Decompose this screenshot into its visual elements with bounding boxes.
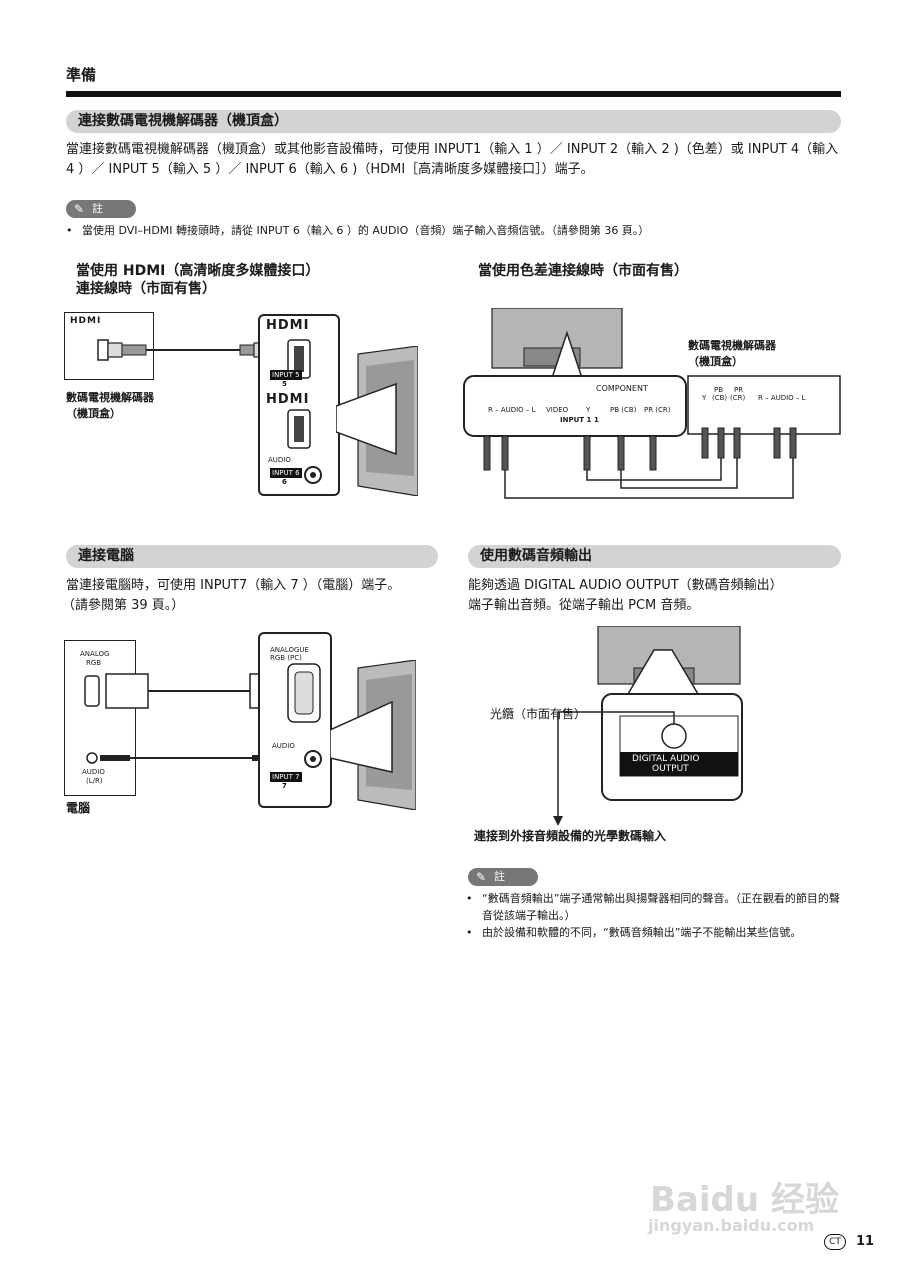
stb-pb-label: PB: [714, 386, 724, 394]
digital-audio-body-2: 端子輸出音頻。從端子輸出 PCM 音頻。: [468, 598, 700, 613]
note-chip-stb: ✎ 註: [66, 200, 136, 218]
audio-label-hdmi: AUDIO: [268, 456, 291, 464]
input6-number: 6: [282, 478, 287, 486]
watermark-url: jingyan.baidu.com: [648, 1216, 815, 1235]
digital-audio-note-item: 由於設備和軟體的不同，“數碼音頻輸出”端子不能輸出某些信號。: [464, 924, 844, 941]
tv-hdmi-logo-1: HDMI: [266, 318, 310, 333]
pc-device-box: [64, 640, 136, 796]
tv-back-illustration: [330, 660, 416, 810]
component-device-label-2: （機頂盒）: [688, 355, 743, 368]
stb-note-item: 當使用 DVI–HDMI 轉接頭時，請從 INPUT 6（輸入 6 ）的 AUD…: [64, 222, 854, 239]
analog-rgb-label-2: RGB: [86, 659, 102, 667]
stb-body-text: 當連接數碼電視機解碼器（機頂盒）或其他影音設備時，可使用 INPUT1（輸入 1…: [66, 142, 839, 177]
stb-pr-label: PR: [734, 386, 744, 394]
input7-number: 7: [282, 782, 287, 790]
component-device-label-1: 數碼電視機解碼器: [688, 339, 776, 352]
hdmi-cable: [97, 339, 269, 361]
component-diagram: [463, 308, 841, 499]
analog-rgb-label-1: ANALOG: [80, 650, 110, 658]
tv-back-illustration: [336, 346, 418, 496]
jack-label-pb: PB (CB): [610, 406, 637, 414]
section-title-pc: 連接電腦: [66, 545, 438, 568]
jack-label-video: VIDEO: [546, 406, 569, 414]
input5-number: 5: [282, 380, 287, 388]
pencil-icon: ✎: [476, 870, 487, 884]
watermark-logo-text: Baidu 经验: [650, 1180, 839, 1220]
vga-port-icon: [287, 663, 321, 723]
digital-audio-diagram: [553, 626, 743, 826]
section-title-stb: 連接數碼電視機解碼器（機頂盒）: [66, 110, 841, 133]
component-label: COMPONENT: [596, 384, 648, 393]
component-heading: 當使用色差連接線時（市面有售）: [478, 263, 688, 279]
language-badge: CT: [824, 1234, 846, 1250]
hdmi-heading-line1: 當使用 HDMI（高清晰度多媒體接口）: [76, 263, 320, 279]
optical-arrow-caption: 連接到外接音頻設備的光學數碼輸入: [474, 829, 667, 843]
pc-label: 電腦: [66, 801, 91, 815]
analogue-rgb-pc-label-1: ANALOGUE: [270, 646, 309, 654]
jack-label-audio: R – AUDIO – L: [488, 406, 536, 414]
jack-label-pr: PR (CR): [644, 406, 671, 414]
stb-device-label-2: （機頂盒）: [66, 407, 121, 420]
digital-audio-note-item: “數碼音頻輸出”端子通常輸出與揚聲器相同的聲音。（正在觀看的節目的聲音從該端子輸…: [464, 890, 844, 924]
analogue-rgb-pc-label-2: RGB (PC): [270, 654, 302, 662]
header-rule: [66, 91, 841, 97]
stb-y-label: Y: [702, 394, 707, 402]
pc-body-text-2: （請參閱第 39 頁。）: [62, 598, 185, 613]
section-title-digital-audio: 使用數碼音頻輸出: [468, 545, 841, 568]
stb-device-label-1: 數碼電視機解碼器: [66, 391, 154, 404]
note-label: 註: [494, 870, 505, 883]
stb-pr-sub-label: (CR): [730, 394, 746, 402]
stb-hdmi-logo: HDMI: [70, 316, 102, 326]
audio-label-pc: AUDIO: [272, 742, 295, 750]
pencil-icon: ✎: [74, 202, 85, 216]
digital-audio-port-label-2: OUTPUT: [652, 764, 689, 774]
audio-jack-icon: [304, 466, 322, 484]
input7-badge: INPUT 7: [270, 772, 302, 782]
hdmi-port-icon: [287, 409, 311, 449]
page-header-label: 準備: [66, 66, 97, 84]
input1-label: INPUT 1: [560, 416, 592, 424]
jack-label-y: Y: [586, 406, 591, 414]
digital-audio-body-1: 能夠透過 DIGITAL AUDIO OUTPUT（數碼音頻輸出）: [468, 578, 783, 593]
input1-number: 1: [594, 416, 599, 424]
stb-note-list: 當使用 DVI–HDMI 轉接頭時，請從 INPUT 6（輸入 6 ）的 AUD…: [64, 222, 854, 239]
optical-cable-label: 光纜（市面有售）: [490, 707, 587, 721]
stb-pb-sub-label: (CB): [712, 394, 728, 402]
digital-audio-port-label-1: DIGITAL AUDIO: [632, 754, 700, 764]
pc-body-text-1: 當連接電腦時，可使用 INPUT7（輸入 7 ）（電腦）端子。: [66, 578, 401, 593]
stb-audio-label: R – AUDIO – L: [758, 394, 806, 402]
audio-lr-label-1: AUDIO: [82, 768, 105, 776]
note-label: 註: [92, 202, 103, 215]
input5-badge: INPUT 5: [270, 370, 302, 380]
digital-audio-note-list: “數碼音頻輸出”端子通常輸出與揚聲器相同的聲音。（正在觀看的節目的聲音從該端子輸…: [464, 890, 844, 941]
tv-hdmi-logo-2: HDMI: [266, 392, 310, 407]
note-chip-digital-audio: ✎ 註: [468, 868, 538, 886]
audio-jack-icon: [304, 750, 322, 768]
page-number: 11: [856, 1234, 875, 1249]
hdmi-heading-line2: 連接線時（市面有售）: [76, 281, 216, 297]
input6-badge: INPUT 6: [270, 468, 302, 478]
audio-lr-label-2: (L/R): [86, 777, 103, 785]
vga-audio-cables: [84, 673, 280, 764]
